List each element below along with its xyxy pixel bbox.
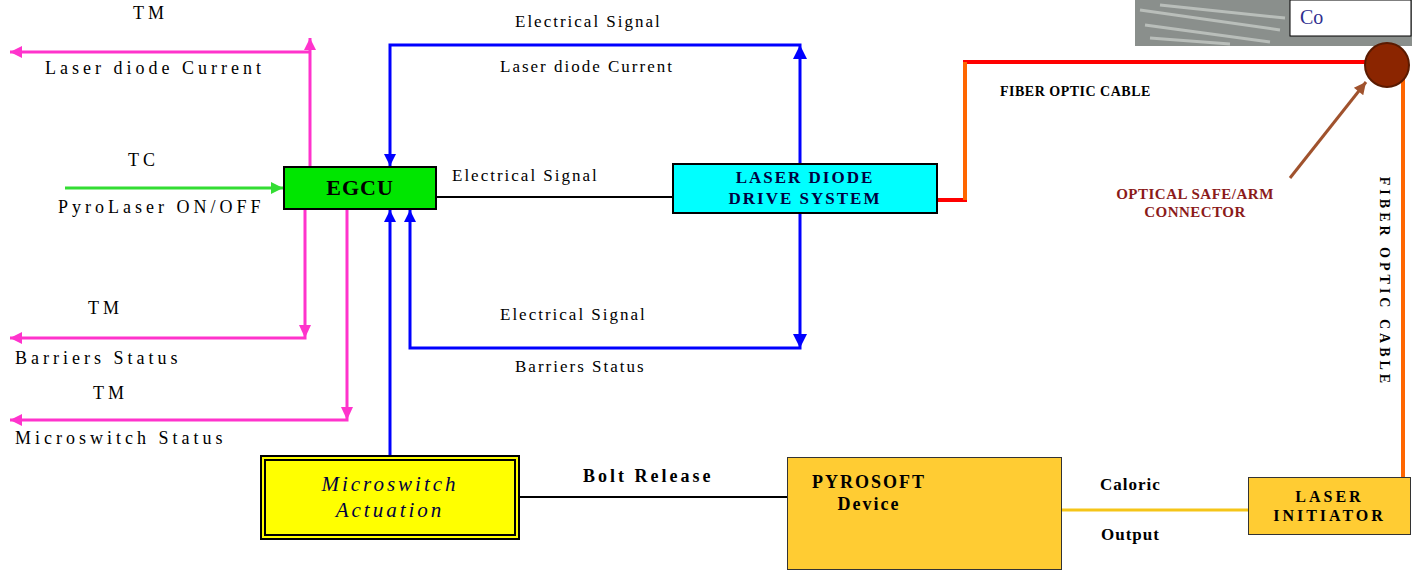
telemetry-label: TM <box>93 383 128 405</box>
node-text: PYROSOFT Device <box>794 472 944 515</box>
signal-name: PyroLaser ON/OFF <box>58 197 265 219</box>
telecommand-label: TC <box>128 150 159 172</box>
signal-arrowhead <box>793 45 807 59</box>
photo-fragment <box>1135 0 1412 46</box>
initiator-box: LASER INITIATOR <box>1248 477 1411 535</box>
photo-caption-box <box>1290 0 1411 36</box>
connector <box>1062 509 1248 512</box>
node-text: LASER INITIATOR <box>1255 487 1405 525</box>
edge-label: Caloric Output <box>1100 460 1161 560</box>
telemetry-line <box>10 51 310 54</box>
switch-box: Microswitch Actuation <box>260 455 520 540</box>
node-text: LASER DIODE DRIVE SYSTEM <box>713 168 898 209</box>
connector <box>389 210 392 455</box>
telemetry-label: TM <box>133 3 168 25</box>
signal-label: Electrical Signal <box>500 305 647 325</box>
connector <box>410 210 800 348</box>
telemetry-line <box>309 38 312 166</box>
node-text: Microswitch Actuation <box>305 472 475 522</box>
photo-caption: Co <box>1300 5 1323 29</box>
fiber-segment <box>1401 80 1405 477</box>
connector <box>437 196 672 198</box>
driver-box: LASER DIODE DRIVE SYSTEM <box>672 163 938 214</box>
cable-label: FIBER OPTIC CABLE <box>1376 177 1393 387</box>
telemetry-arrowhead <box>341 407 353 420</box>
edge-label: Laser diode Current <box>500 57 674 77</box>
telemetry-arrowhead <box>299 325 311 338</box>
safe-arm-connector <box>1365 43 1409 87</box>
telemetry-line <box>10 210 305 338</box>
leader-arrow <box>1290 82 1366 178</box>
connector <box>390 45 800 166</box>
signal-label: Electrical Signal <box>515 12 662 32</box>
edge-label: Bolt Release <box>583 466 713 488</box>
controller-box: EGCU <box>283 166 437 210</box>
signal-name: Laser diode Current <box>45 58 265 80</box>
node-text: EGCU <box>326 175 394 201</box>
edge-label: Barriers Status <box>515 357 646 377</box>
connector <box>520 496 787 498</box>
telecommand-line <box>65 187 283 190</box>
telemetry-line <box>10 210 347 420</box>
signal-name: Barriers Status <box>15 348 181 370</box>
photo-texture <box>1140 5 1285 44</box>
fiber-segment <box>963 62 967 200</box>
telemetry-label: TM <box>88 298 123 320</box>
device-box: PYROSOFT Device <box>787 457 1062 570</box>
edge-label: Electrical Signal <box>452 166 599 186</box>
signal-arrowhead <box>793 334 807 348</box>
part-name: OPTICAL SAFE/ARM CONNECTOR <box>1095 185 1295 221</box>
signal-name: Microswitch Status <box>15 428 227 450</box>
connector <box>938 62 1403 477</box>
edge-label: FIBER OPTIC CABLE <box>1000 84 1151 101</box>
